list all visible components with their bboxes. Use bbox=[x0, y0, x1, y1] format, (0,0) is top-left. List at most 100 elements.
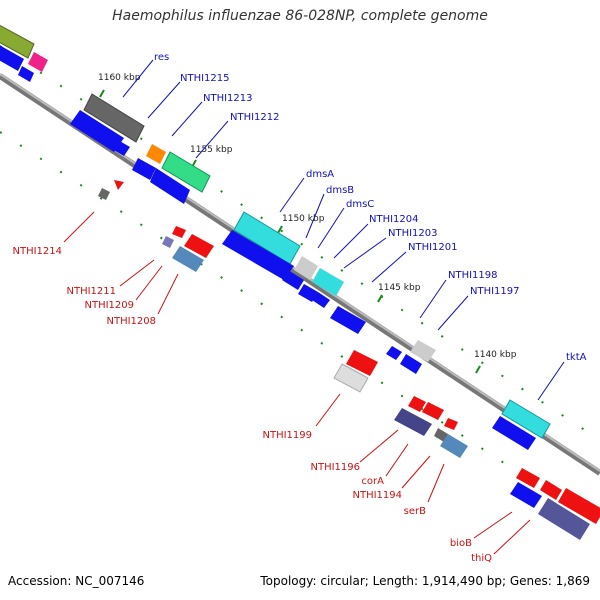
gene-label: NTHI1215 bbox=[180, 73, 230, 84]
leader-line bbox=[122, 59, 154, 98]
reverse-leader-lines bbox=[63, 211, 531, 555]
gene-label: NTHI1201 bbox=[408, 242, 458, 253]
feature-block-cds bbox=[18, 66, 34, 82]
leader-line bbox=[279, 177, 305, 213]
reverse-gene-labels: NTHI1214 NTHI1211 NTHI1209 NTHI1208 NTHI… bbox=[12, 246, 492, 564]
kbp-ticks: 1160 kbp 1155 kbp 1150 kbp 1145 kbp 1140… bbox=[98, 73, 517, 374]
feature-block-cds bbox=[0, 45, 24, 71]
leader-line bbox=[171, 101, 203, 137]
leader-line bbox=[371, 251, 407, 283]
leader-line bbox=[385, 443, 409, 477]
leader-line bbox=[493, 519, 531, 555]
feature-block-cds bbox=[282, 270, 304, 290]
feature-block-cds bbox=[312, 292, 330, 308]
gene-label: NTHI1208 bbox=[106, 316, 156, 327]
leader-line bbox=[305, 193, 325, 239]
forward-gene-labels: res NTHI1215 NTHI1213 NTHI1212 dmsA dmsB… bbox=[154, 52, 587, 363]
gene-label: NTHI1199 bbox=[262, 430, 312, 441]
leader-line bbox=[333, 223, 369, 259]
leader-line bbox=[359, 429, 399, 463]
gene-label: dmsB bbox=[326, 185, 354, 196]
gene-label: serB bbox=[404, 506, 426, 517]
feature-block-gray bbox=[83, 93, 145, 143]
feature-block-lightgray bbox=[410, 340, 436, 362]
tick-mark bbox=[99, 89, 105, 98]
leader-line bbox=[343, 237, 387, 269]
feature-block-cds bbox=[70, 110, 124, 152]
feature-block-lightgray bbox=[333, 363, 369, 393]
gene-label: NTHI1213 bbox=[203, 93, 253, 104]
feature-block-red bbox=[184, 234, 214, 258]
gene-label: bioB bbox=[450, 538, 472, 549]
feature-block-green bbox=[161, 151, 211, 193]
gene-label: corA bbox=[361, 476, 384, 487]
feature-block-cds bbox=[492, 416, 536, 450]
leader-line bbox=[119, 259, 155, 287]
feature-block-cds bbox=[222, 230, 294, 280]
gene-label: NTHI1194 bbox=[352, 490, 402, 501]
feature-block-cds bbox=[132, 158, 156, 180]
gene-label: NTHI1211 bbox=[66, 286, 116, 297]
feature-block-cds bbox=[150, 168, 190, 204]
tick-label: 1160 kbp bbox=[98, 73, 141, 83]
gene-label: NTHI1212 bbox=[230, 112, 280, 123]
feature-block-red bbox=[558, 488, 600, 524]
leader-line bbox=[195, 120, 229, 159]
feature-block-gray bbox=[98, 188, 110, 200]
gene-label: res bbox=[154, 52, 169, 63]
feature-block-red bbox=[422, 402, 444, 420]
gene-label: thiQ bbox=[471, 553, 492, 564]
gene-label: NTHI1214 bbox=[12, 246, 62, 257]
feature-block-navy bbox=[394, 408, 432, 436]
leader-line bbox=[317, 207, 345, 249]
tick-label: 1140 kbp bbox=[474, 350, 517, 360]
feature-block-lightgray bbox=[294, 256, 318, 280]
gene-label: NTHI1203 bbox=[388, 228, 438, 239]
feature-block-cds bbox=[330, 306, 366, 334]
gene-label: NTHI1204 bbox=[369, 214, 419, 225]
feature-block-olive bbox=[0, 24, 35, 59]
feature-block-cds bbox=[298, 284, 318, 302]
leader-line bbox=[63, 211, 95, 243]
tick-label: 1155 kbp bbox=[190, 145, 233, 155]
map-title: Haemophilus influenzae 86-028NP, complet… bbox=[112, 8, 488, 24]
feature-block-steelblue bbox=[172, 246, 204, 272]
feature-block-red bbox=[408, 396, 426, 412]
leader-line bbox=[135, 265, 163, 301]
feature-block-steelblue bbox=[440, 434, 468, 458]
gene-label: dmsC bbox=[346, 199, 374, 210]
tick-rail-inner bbox=[0, 131, 600, 527]
accession-text: Accession: NC_007146 bbox=[8, 574, 145, 588]
feature-block-red bbox=[444, 418, 458, 430]
feature-arrow-red bbox=[172, 226, 186, 238]
feature-block-orange bbox=[146, 144, 166, 164]
leader-line bbox=[419, 279, 447, 319]
leader-line bbox=[437, 295, 469, 331]
feature-block-magenta bbox=[28, 52, 48, 72]
forward-features bbox=[0, 24, 551, 450]
feature-arrow-red bbox=[114, 180, 124, 190]
forward-leader-lines bbox=[122, 59, 565, 401]
feature-block-cyan bbox=[312, 268, 344, 296]
tick-mark bbox=[277, 225, 283, 234]
gene-label: NTHI1197 bbox=[470, 286, 520, 297]
feature-block-red bbox=[516, 468, 540, 488]
feature-block-red bbox=[540, 480, 562, 500]
feature-block-slate bbox=[162, 236, 174, 248]
reverse-features bbox=[98, 180, 600, 540]
leader-line bbox=[315, 393, 341, 427]
leader-line bbox=[427, 463, 445, 503]
gene-label: NTHI1198 bbox=[448, 270, 498, 281]
gene-label: tktA bbox=[566, 352, 587, 363]
gene-label: NTHI1196 bbox=[310, 462, 360, 473]
leader-line bbox=[157, 273, 179, 315]
feature-block-gray bbox=[434, 428, 448, 442]
gene-label: NTHI1209 bbox=[84, 300, 134, 311]
feature-block-red bbox=[346, 350, 378, 376]
feature-block-navy bbox=[538, 498, 590, 540]
leader-line bbox=[401, 455, 431, 489]
leader-line bbox=[473, 511, 513, 539]
feature-block-cds bbox=[510, 482, 542, 508]
topology-text: Topology: circular; Length: 1,914,490 bp… bbox=[260, 574, 590, 588]
